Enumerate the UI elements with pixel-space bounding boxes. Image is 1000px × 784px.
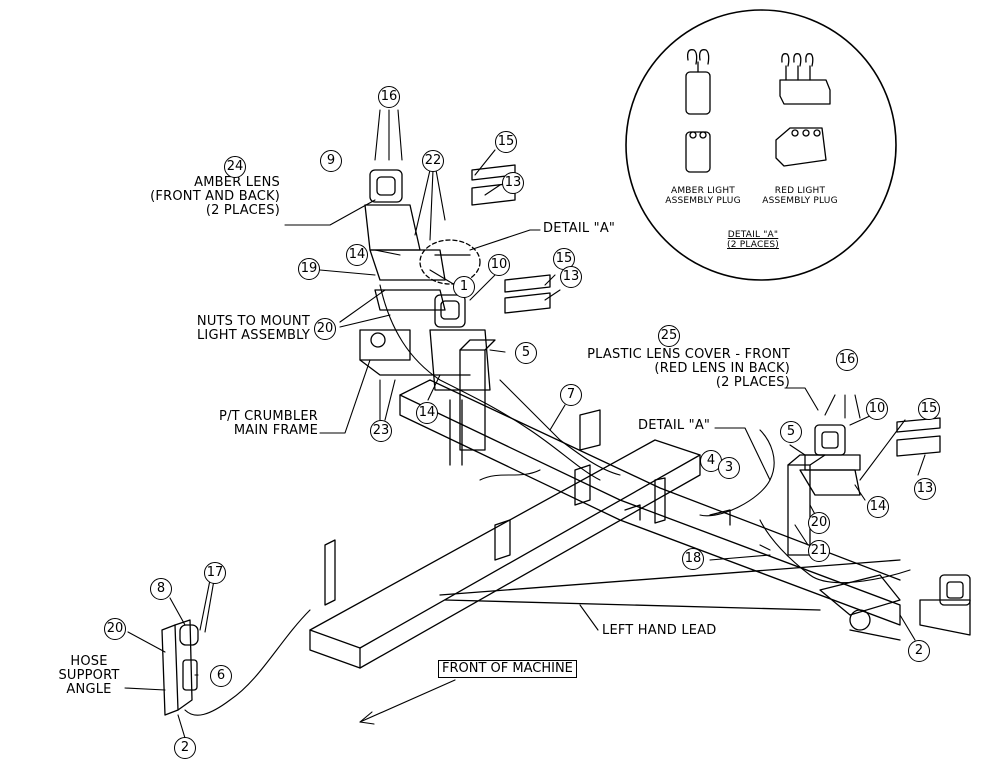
callout-14-right: 14 [867, 496, 889, 518]
front-of-machine-label: FRONT OF MACHINE [438, 660, 577, 678]
left-light-assembly [364, 169, 491, 391]
red-plug-label: RED LIGHT ASSEMBLY PLUG [762, 186, 838, 206]
callout-16-left: 16 [378, 86, 400, 108]
callout-23: 23 [370, 420, 392, 442]
detail-a-label-mid: DETAIL "A" [638, 418, 711, 433]
callout-15-top: 15 [495, 131, 517, 153]
detail-a-caption: DETAIL "A" (2 PLACES) [727, 230, 779, 250]
callout-10-left: 10 [488, 254, 510, 276]
callout-20-right: 20 [808, 512, 830, 534]
callout-14-top: 14 [346, 244, 368, 266]
callout-18: 18 [682, 548, 704, 570]
callout-17: 17 [204, 562, 226, 584]
callout-10-right: 10 [866, 398, 888, 420]
detail-a-label-top: DETAIL "A" [543, 221, 616, 236]
callout-13-right: 13 [914, 478, 936, 500]
nuts-to-mount-label: NUTS TO MOUNT LIGHT ASSEMBLY [196, 314, 310, 343]
plastic-lens-label: PLASTIC LENS COVER - FRONT (RED LENS IN … [587, 347, 790, 390]
callout-13-mid: 13 [560, 266, 582, 288]
amber-lens-label: AMBER LENS (FRONT AND BACK) (2 PLACES) [150, 175, 280, 218]
callout-16-right: 16 [836, 349, 858, 371]
pt-crumbler-label: P/T CRUMBLER MAIN FRAME [219, 409, 318, 438]
wiring [184, 284, 911, 716]
callout-21: 21 [808, 540, 830, 562]
callout-5-right: 5 [780, 421, 802, 443]
detail-a-circle [625, 9, 897, 281]
callout-20-left: 20 [314, 318, 336, 340]
callout-25: 25 [658, 325, 680, 347]
callout-5-left: 5 [515, 342, 537, 364]
callout-9: 9 [320, 150, 342, 172]
callout-24: 24 [224, 156, 246, 178]
amber-plug-label: AMBER LIGHT ASSEMBLY PLUG [665, 186, 741, 206]
callout-15-right: 15 [918, 398, 940, 420]
callout-3: 3 [718, 457, 740, 479]
callout-13-top: 13 [502, 172, 524, 194]
hose-support [161, 619, 199, 716]
callout-6: 6 [210, 665, 232, 687]
left-hand-lead-label: LEFT HAND LEAD [602, 623, 717, 638]
callout-7: 7 [560, 384, 582, 406]
callout-1: 1 [453, 276, 475, 298]
hose-support-angle-label: HOSE SUPPORT ANGLE [58, 654, 120, 697]
callout-22: 22 [422, 150, 444, 172]
callout-2-bottom: 2 [174, 737, 196, 759]
callout-20-bottom: 20 [104, 618, 126, 640]
callout-2-right: 2 [908, 640, 930, 662]
callout-8: 8 [150, 578, 172, 600]
callout-14-mid: 14 [416, 402, 438, 424]
callout-19: 19 [298, 258, 320, 280]
